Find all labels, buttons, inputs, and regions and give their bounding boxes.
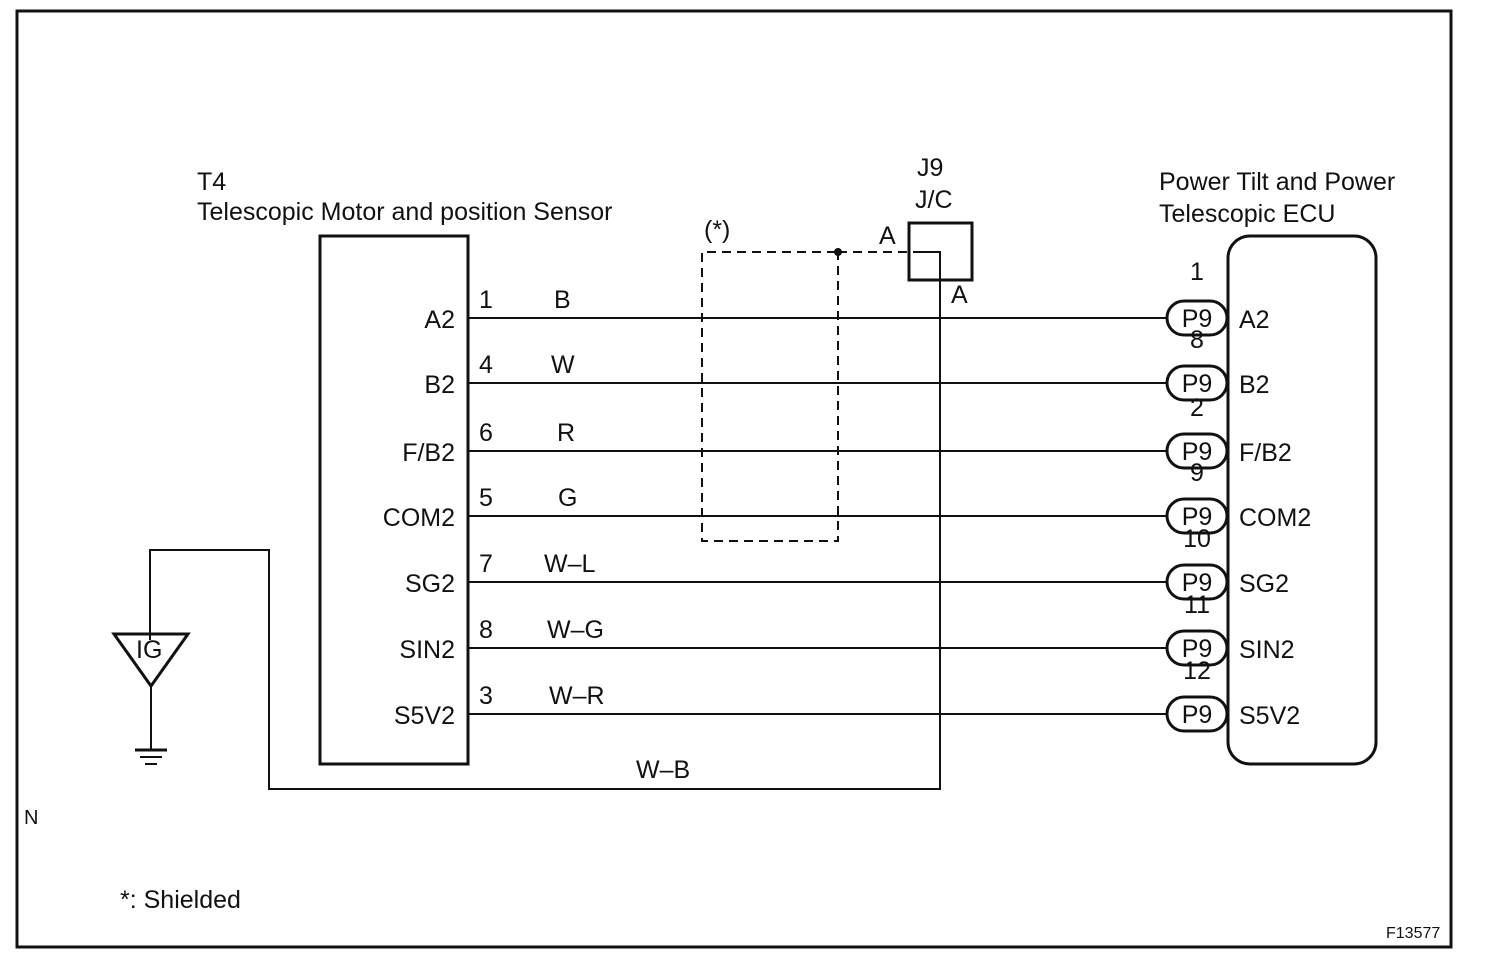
connector-oval [1165,629,1229,667]
sensor-pin-number: 8 [479,616,493,644]
connector-oval [1165,364,1229,402]
ecu-pin-number: 10 [1183,525,1211,553]
junction-internal-wire [913,251,941,790]
side-letter: N [24,807,38,829]
ig-ground-label: IG [136,636,162,664]
ecu-pin-number: 12 [1183,657,1211,685]
junction-terminal-out: A [951,281,968,309]
sensor-terminal-label: F/B2 [402,439,455,467]
wire-color-label: W–R [549,682,605,710]
connector-label: P9 [1182,701,1213,729]
shield-outline [701,251,839,542]
ecu-pin-number: 2 [1190,394,1204,422]
ground-wire-color: W–B [636,756,690,784]
ecu-pin-number: 1 [1190,258,1204,286]
connector-oval [1165,497,1229,535]
sensor-terminal-label: A2 [424,306,455,334]
sensor-terminal-label: COM2 [383,504,455,532]
ecu-terminal-label: F/B2 [1239,439,1292,467]
ecu-pin-number: 8 [1190,326,1204,354]
wire-color-label: B [554,286,571,314]
connector-oval [1165,563,1229,601]
ecu-name-line2: Telescopic ECU [1159,200,1335,228]
sensor-terminal-label: SIN2 [399,636,455,664]
sensor-terminal-label: S5V2 [394,702,455,730]
footnote: *: Shielded [120,886,241,914]
wire-color-label: G [558,484,577,512]
t4-sensor-box [318,234,470,766]
shield-junction-dot [834,248,842,256]
wire-color-label: R [557,419,575,447]
connector-label: P9 [1182,370,1213,398]
ecu-terminal-label: A2 [1239,306,1270,334]
diagram-frame [15,9,1453,949]
sensor-terminal-label: B2 [424,371,455,399]
ecu-terminal-label: SG2 [1239,570,1289,598]
connector-oval [1165,299,1229,337]
junction-code: J9 [917,154,943,182]
ecu-terminal-label: B2 [1239,371,1270,399]
connector-label: P9 [1182,438,1213,466]
ecu-terminal-label: COM2 [1239,504,1311,532]
t4-code: T4 [197,168,226,196]
ground-icon [135,748,167,765]
connector-label: P9 [1182,569,1213,597]
shield-marker: (*) [704,216,730,244]
ecu-pin-number: 9 [1190,459,1204,487]
connector-label: P9 [1182,305,1213,333]
sensor-pin-number: 7 [479,550,493,578]
sensor-pin-number: 3 [479,682,493,710]
wire-color-label: W–G [547,616,604,644]
figure-code: F13577 [1386,925,1440,942]
junction-terminal-in: A [879,222,896,250]
ecu-terminal-label: SIN2 [1239,636,1295,664]
connector-oval [1165,432,1229,470]
sensor-terminal-label: SG2 [405,570,455,598]
sensor-pin-number: 6 [479,419,493,447]
ecu-terminal-label: S5V2 [1239,702,1300,730]
wire-color-label: W [551,351,575,379]
connector-label: P9 [1182,635,1213,663]
ground-wire [149,549,940,790]
sensor-pin-number: 1 [479,286,493,314]
sensor-pin-number: 5 [479,484,493,512]
connector-label: P9 [1182,503,1213,531]
t4-name: Telescopic Motor and position Sensor [197,198,613,226]
connector-oval [1165,695,1229,733]
wire-color-label: W–L [544,550,596,578]
junction-type: J/C [915,186,953,214]
sensor-pin-number: 4 [479,351,493,379]
ecu-pin-number: 11 [1184,591,1210,619]
ig-ground-symbol [111,632,191,689]
ecu-name-line1: Power Tilt and Power [1159,168,1395,196]
ecu-box [1226,234,1378,766]
